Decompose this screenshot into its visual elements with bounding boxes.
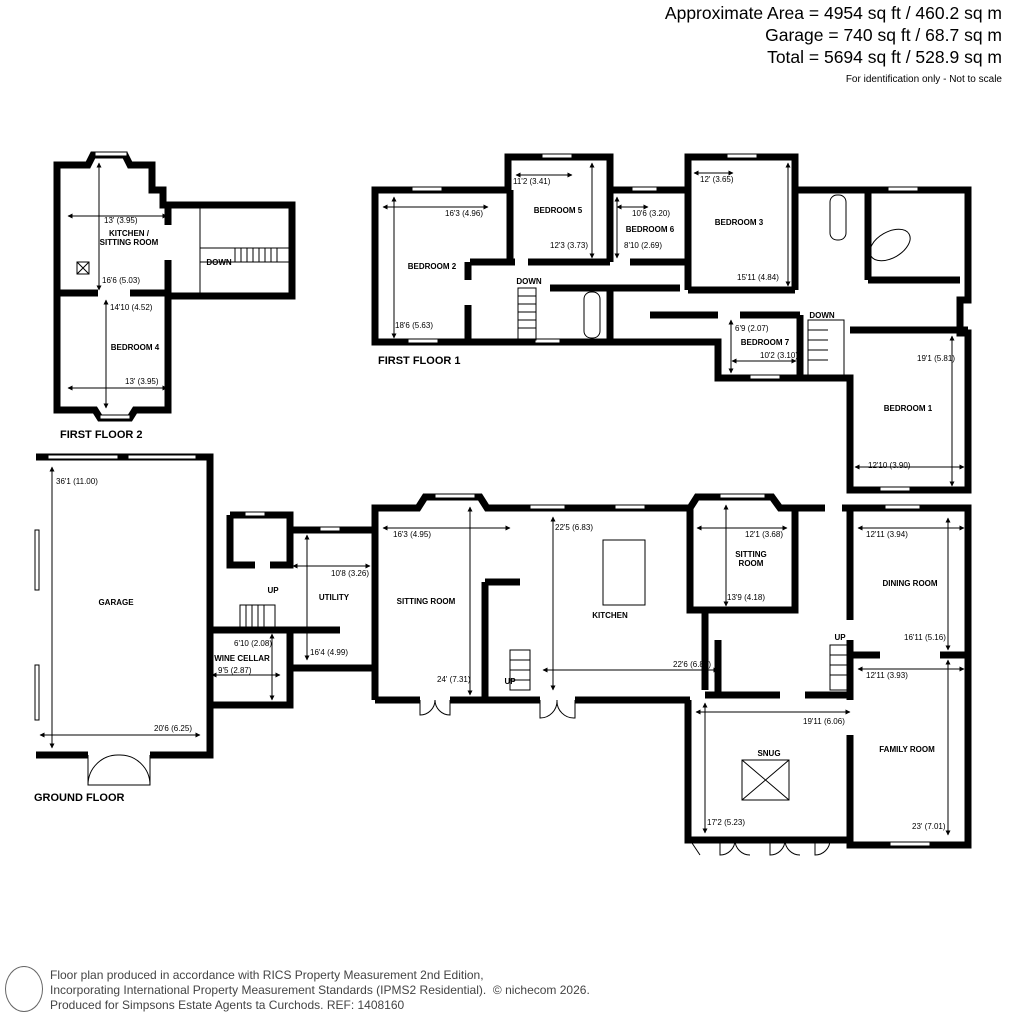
dimension-label: 22'6 (6.87) bbox=[673, 660, 711, 669]
dimension-label: 16'3 (4.96) bbox=[445, 209, 483, 218]
dimension-label: 12' (3.65) bbox=[700, 175, 734, 184]
room-label-dining-room: DINING ROOM bbox=[882, 579, 937, 588]
footer-line-3: Produced for Simpsons Estate Agents ta C… bbox=[50, 998, 405, 1012]
room-label-bedroom-1: BEDROOM 1 bbox=[884, 404, 933, 413]
bathtub-icon bbox=[583, 194, 911, 339]
dimension-label: 12'3 (3.73) bbox=[550, 241, 588, 250]
room-label-kitchen: KITCHEN bbox=[592, 611, 628, 620]
dimension-label: 6'10 (2.08) bbox=[234, 639, 272, 648]
dimension-label: 13' (3.95) bbox=[104, 216, 138, 225]
room-label-kitchen-sitting-2: SITTING ROOM bbox=[100, 238, 159, 247]
dimension-label: 20'6 (6.25) bbox=[154, 724, 192, 733]
dimension-label: 10'2 (3.10) bbox=[760, 351, 798, 360]
room-label-bedroom-7: BEDROOM 7 bbox=[741, 338, 790, 347]
room-label-sitting-room-2b: ROOM bbox=[739, 559, 764, 568]
dimension-label: 19'1 (5.81) bbox=[917, 354, 955, 363]
room-label-wine-cellar: WINE CELLAR bbox=[214, 654, 270, 663]
dimension-label: 12'11 (3.94) bbox=[866, 530, 908, 539]
room-label-bedroom-3: BEDROOM 3 bbox=[715, 218, 764, 227]
dimension-label: 16'11 (5.16) bbox=[904, 633, 946, 642]
dimension-label: 16'6 (5.03) bbox=[102, 276, 140, 285]
approximate-area: Approximate Area = 4954 sq ft / 460.2 sq… bbox=[664, 3, 1002, 23]
dimension-label: 15'11 (4.84) bbox=[737, 273, 779, 282]
dimension-label: 12'10 (3.90) bbox=[868, 461, 911, 470]
stairs-icon bbox=[199, 247, 291, 263]
first-floor-2: 13' (3.95) 16'6 (5.03) 14'10 (4.52) 13' … bbox=[53, 151, 296, 441]
stairs-label: UP bbox=[504, 677, 516, 686]
stairs-icon bbox=[517, 287, 537, 341]
dimension-label: 10'6 (3.20) bbox=[632, 209, 670, 218]
floor-label: GROUND FLOOR bbox=[34, 792, 124, 804]
room-label-snug: SNUG bbox=[757, 749, 780, 758]
room-label-bedroom-2: BEDROOM 2 bbox=[408, 262, 457, 271]
floor-label: FIRST FLOOR 1 bbox=[378, 355, 461, 367]
stairs-icon bbox=[807, 319, 845, 376]
dimension-label: 36'1 (11.00) bbox=[56, 477, 98, 486]
footer-line-1: Floor plan produced in accordance with R… bbox=[50, 968, 484, 982]
stairs-label: UP bbox=[834, 633, 846, 642]
room-label-bedroom-5: BEDROOM 5 bbox=[534, 206, 583, 215]
dimension-label: 14'10 (4.52) bbox=[110, 303, 153, 312]
area-summary: Approximate Area = 4954 sq ft / 460.2 sq… bbox=[665, 2, 1002, 68]
kitchen-island bbox=[602, 539, 646, 606]
dimension-label: 19'11 (6.06) bbox=[803, 717, 845, 726]
first-floor-1: 16'3 (4.96) 18'6 (5.63) 11'2 (3.41) 12'3… bbox=[371, 153, 972, 494]
room-label-sitting-room: SITTING ROOM bbox=[397, 597, 456, 606]
footer: Floor plan produced in accordance with R… bbox=[50, 968, 590, 1013]
stairs-label: UP bbox=[267, 586, 279, 595]
total-area: Total = 5694 sq ft / 528.9 sq m bbox=[767, 47, 1002, 67]
dimension-label: 13'9 (4.18) bbox=[727, 593, 765, 602]
floor-label: FIRST FLOOR 2 bbox=[60, 429, 143, 441]
room-label-garage: GARAGE bbox=[98, 598, 134, 607]
dimension-label: 12'11 (3.93) bbox=[866, 671, 908, 680]
skylight-icon bbox=[741, 759, 790, 801]
stairs-icon bbox=[239, 604, 851, 691]
copyright: © nichecom 2026. bbox=[492, 983, 590, 997]
room-label-sitting-room-2: SITTING bbox=[735, 550, 767, 559]
dimension-label: 18'6 (5.63) bbox=[395, 321, 433, 330]
dimension-label: 11'2 (3.41) bbox=[513, 177, 551, 186]
room-label-utility: UTILITY bbox=[319, 593, 350, 602]
scale-note: For identification only - Not to scale bbox=[845, 74, 1002, 85]
room-label-bedroom-4: BEDROOM 4 bbox=[111, 343, 160, 352]
stairs-label: DOWN bbox=[809, 311, 835, 320]
dimension-label: 16'4 (4.99) bbox=[310, 648, 348, 657]
dimension-label: 9'5 (2.87) bbox=[218, 666, 252, 675]
stairs-label: DOWN bbox=[206, 258, 232, 267]
dimension-label: 24' (7.31) bbox=[437, 675, 471, 684]
dimension-label: 13' (3.95) bbox=[125, 377, 159, 386]
person-icon bbox=[5, 966, 43, 1012]
dimension-label: 10'8 (3.26) bbox=[331, 569, 369, 578]
room-label-bedroom-6: BEDROOM 6 bbox=[626, 225, 675, 234]
footer-line-2: Incorporating International Property Mea… bbox=[50, 983, 487, 997]
dimension-label: 23' (7.01) bbox=[912, 822, 946, 831]
dimension-label: 8'10 (2.69) bbox=[624, 241, 662, 250]
dimension-label: 17'2 (5.23) bbox=[707, 818, 745, 827]
skylight-icon bbox=[76, 261, 90, 275]
ground-floor: 36'1 (11.00) 20'6 (6.25) 6'10 (2.08) 9'5… bbox=[34, 453, 972, 856]
room-label-family-room: FAMILY ROOM bbox=[879, 745, 935, 754]
dimension-label: 12'1 (3.68) bbox=[745, 530, 783, 539]
dimension-label: 6'9 (2.07) bbox=[735, 324, 769, 333]
room-label-kitchen-sitting: KITCHEN / bbox=[109, 229, 150, 238]
dimension-label: 22'5 (6.83) bbox=[555, 523, 593, 532]
dimension-label: 16'3 (4.95) bbox=[393, 530, 431, 539]
stairs-label: DOWN bbox=[516, 277, 542, 286]
garage-area: Garage = 740 sq ft / 68.7 sq m bbox=[765, 25, 1002, 45]
